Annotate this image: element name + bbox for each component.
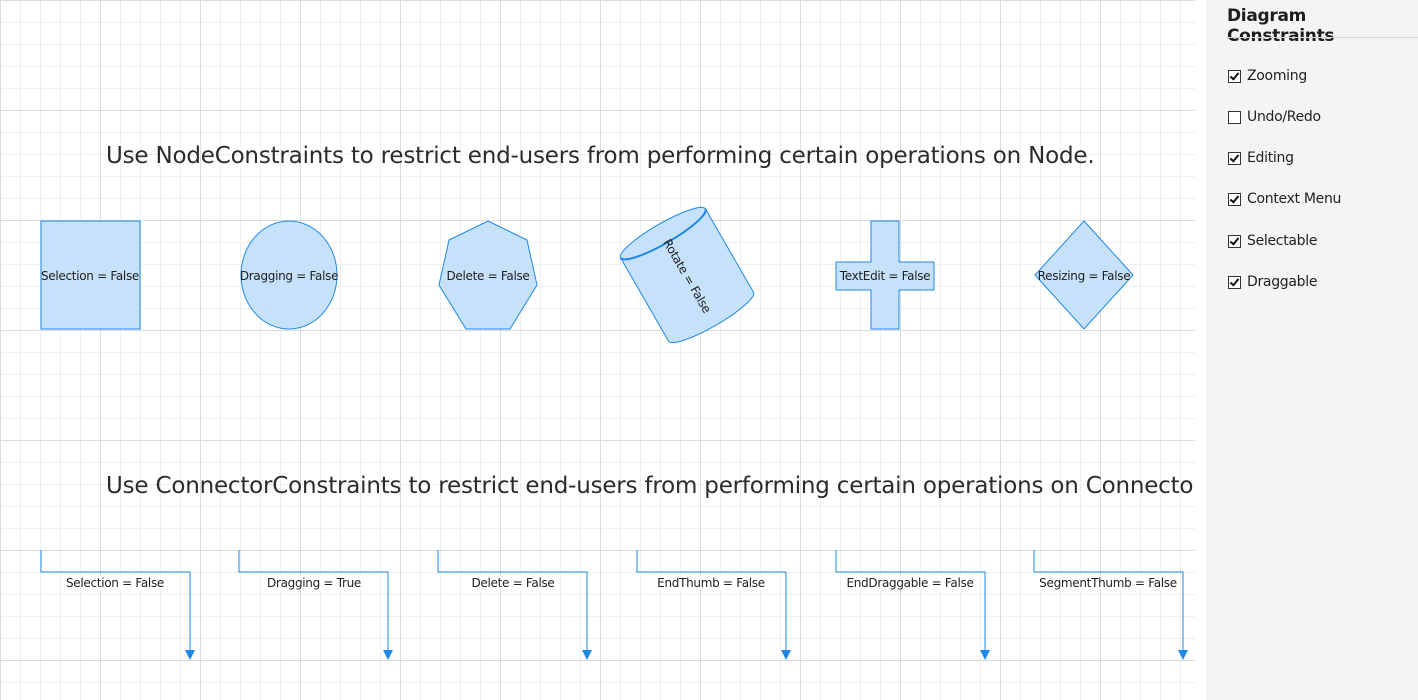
node-selection-rectangle[interactable]: [40, 220, 141, 330]
connector-selection[interactable]: [40, 550, 195, 660]
canvas-gutter: [1195, 0, 1206, 700]
node-constraints-heading: Use NodeConstraints to restrict end-user…: [106, 143, 1095, 169]
panel-title: Diagram Constraints: [1227, 6, 1335, 46]
node-rotate-cylinder[interactable]: [616, 200, 759, 349]
node-label: Delete = False: [446, 269, 530, 283]
undo-redo-checkbox[interactable]: [1228, 110, 1241, 124]
connector-endthumb[interactable]: [636, 550, 791, 660]
diagram-shapes-layer: [40, 200, 1188, 660]
diagram-canvas[interactable]: Use NodeConstraints to restrict end-user…: [0, 0, 1195, 700]
option-zooming[interactable]: Zooming: [1228, 67, 1307, 85]
node-textedit-plus[interactable]: [835, 220, 935, 330]
connector-dragging[interactable]: [238, 550, 393, 660]
connector-label: EndThumb = False: [655, 576, 767, 590]
node-dragging-ellipse[interactable]: [240, 220, 338, 330]
connector-delete[interactable]: [437, 550, 592, 660]
context-menu-checkbox[interactable]: [1228, 192, 1241, 206]
option-label: Editing: [1247, 150, 1294, 166]
node-label: Dragging = False: [239, 269, 339, 283]
connector-label: EndDraggable = False: [844, 576, 976, 590]
editing-checkbox[interactable]: [1228, 151, 1241, 165]
node-resizing-diamond[interactable]: [1034, 220, 1134, 330]
selectable-checkbox[interactable]: [1228, 234, 1241, 248]
option-label: Undo/Redo: [1247, 109, 1321, 125]
option-label: Draggable: [1247, 274, 1318, 290]
connector-enddraggable[interactable]: [835, 550, 990, 660]
option-undo-redo[interactable]: Undo/Redo: [1228, 108, 1321, 126]
checkmark-icon: [1229, 275, 1240, 287]
connector-label: Dragging = True: [265, 576, 363, 590]
option-selectable[interactable]: Selectable: [1228, 232, 1317, 250]
option-label: Selectable: [1247, 233, 1318, 249]
connector-label: Selection = False: [63, 576, 167, 590]
node-label: Selection = False: [40, 269, 140, 283]
option-editing[interactable]: Editing: [1228, 149, 1294, 167]
checkmark-icon: [1229, 69, 1240, 81]
checkmark-icon: [1229, 192, 1240, 204]
option-label: Context Menu: [1247, 191, 1342, 207]
node-label: Resizing = False: [1037, 269, 1131, 283]
node-label: TextEdit = False: [839, 269, 931, 283]
checkmark-icon: [1229, 151, 1240, 163]
draggable-checkbox[interactable]: [1228, 275, 1241, 289]
option-draggable[interactable]: Draggable: [1228, 273, 1317, 291]
connector-label: Delete = False: [469, 576, 557, 590]
connector-constraints-heading: Use ConnectorConstraints to restrict end…: [106, 473, 1195, 499]
connector-segmentthumb[interactable]: [1033, 550, 1188, 660]
connector-label: SegmentThumb = False: [1037, 576, 1179, 590]
zooming-checkbox[interactable]: [1228, 69, 1241, 83]
property-panel: Diagram Constraints Zooming Undo/Redo Ed…: [1206, 0, 1418, 700]
checkmark-icon: [1229, 234, 1240, 246]
panel-divider: [1226, 37, 1418, 38]
option-context-menu[interactable]: Context Menu: [1228, 190, 1341, 208]
node-delete-heptagon[interactable]: [438, 220, 538, 330]
option-label: Zooming: [1247, 68, 1307, 84]
